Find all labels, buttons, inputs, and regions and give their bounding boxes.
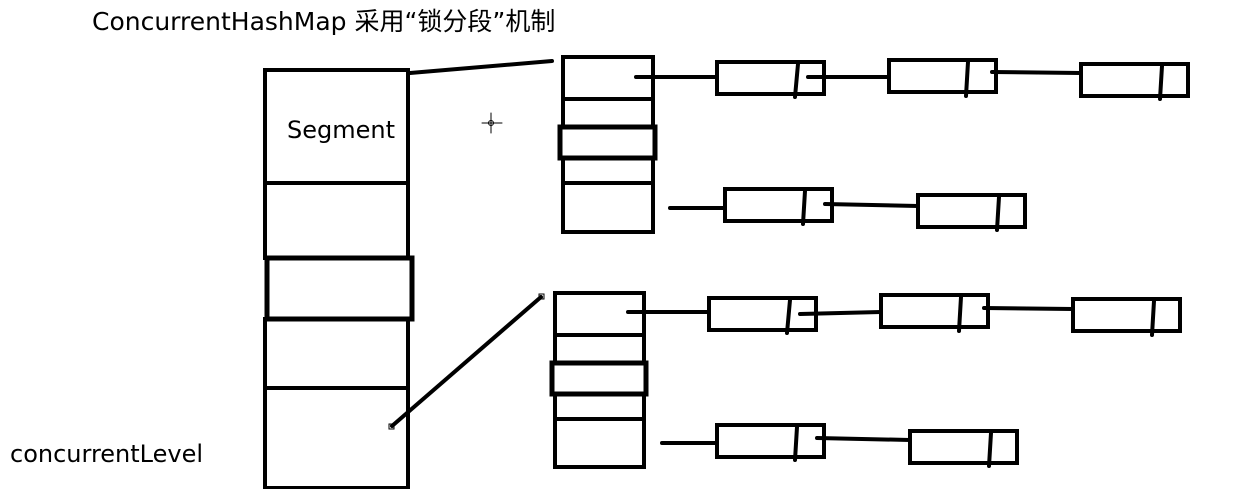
linked-list-chain bbox=[668, 187, 1027, 232]
segment-cell bbox=[263, 317, 410, 390]
entry-node bbox=[715, 423, 826, 459]
segment-to-table-connector bbox=[408, 59, 554, 75]
entry-node bbox=[887, 58, 998, 94]
bucket-highlighted bbox=[549, 360, 649, 397]
entry-node bbox=[1079, 62, 1190, 98]
concurrency-level-label: concurrentLevel bbox=[10, 440, 204, 468]
segment-label: Segment bbox=[287, 116, 395, 144]
segment-array bbox=[263, 68, 415, 489]
linked-list-chain bbox=[634, 58, 1190, 101]
cursor-crosshair-icon bbox=[481, 112, 503, 134]
entry-node bbox=[879, 293, 990, 329]
entry-node bbox=[1071, 297, 1182, 333]
hash-table-top bbox=[557, 55, 658, 234]
entry-node bbox=[723, 187, 834, 223]
hash-table-bottom bbox=[549, 291, 649, 469]
entry-node bbox=[908, 429, 1019, 465]
bucket bbox=[553, 333, 646, 365]
bucket bbox=[561, 97, 655, 129]
bucket bbox=[553, 392, 646, 421]
segment-cell-highlighted bbox=[264, 255, 415, 322]
connector-endpoint bbox=[538, 293, 545, 300]
bucket bbox=[553, 417, 646, 469]
connector-endpoint bbox=[388, 423, 395, 430]
segment-cell bbox=[263, 181, 410, 260]
linked-list-chain bbox=[626, 293, 1182, 337]
entry-node bbox=[916, 193, 1027, 229]
diagram-title: ConcurrentHashMap 采用“锁分段”机制 bbox=[92, 7, 556, 36]
linked-list-chain bbox=[660, 423, 1019, 468]
segment-cell bbox=[263, 386, 410, 489]
bucket bbox=[561, 156, 655, 185]
segment-to-table-connector bbox=[390, 295, 543, 428]
bucket bbox=[561, 181, 655, 234]
bucket-highlighted bbox=[557, 124, 658, 161]
